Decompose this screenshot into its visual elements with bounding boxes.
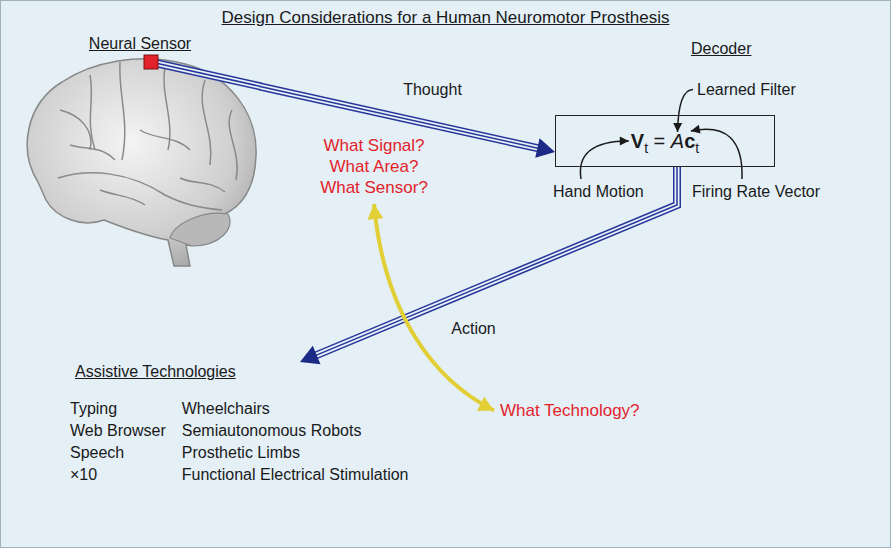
pointer-head (620, 137, 629, 146)
equation-symbol: t (644, 140, 648, 156)
arrow-head (300, 346, 320, 364)
equation-symbol (648, 130, 654, 152)
technology-item: Web Browser (70, 421, 166, 440)
neural-sensor: Neural Sensor (20, 34, 260, 266)
pointer-line (580, 141, 628, 179)
technology-list: Assistive TechnologiesTyping WheelchairsW… (70, 362, 409, 484)
section-heading: Assistive Technologies (75, 362, 409, 381)
pointer-arrow (673, 90, 693, 133)
equation-symbol: V (631, 130, 644, 152)
question-text: What Technology? (500, 400, 640, 421)
technology-grid: Typing WheelchairsWeb Browser Semiautonomo… (70, 399, 409, 484)
equation-symbol: t (695, 140, 699, 156)
arrow-head (367, 204, 383, 220)
edge-label: Action (448, 319, 498, 338)
equation-row: Vt = Act (556, 116, 774, 173)
arrow-head (535, 138, 555, 158)
pointer-arrow (580, 137, 628, 180)
technology-item: Semiautonomous Robots (182, 421, 409, 440)
technology-item: Wheelchairs (182, 399, 409, 418)
edge-label: Thought (400, 80, 465, 99)
technology-item: Speech (70, 443, 166, 462)
sensor-square (144, 55, 158, 69)
pointer-arrow (691, 125, 742, 179)
section-heading: Neural Sensor (20, 34, 260, 53)
equation-symbol: c (684, 130, 695, 152)
question-line: What Technology? (500, 400, 640, 421)
technology-item: Functional Electrical Stimulation (182, 465, 409, 484)
feedback-arrow (367, 204, 494, 411)
question-text: What Signal? What Area? What Sensor? (315, 135, 433, 198)
pointer-line (691, 129, 742, 179)
connector-curve (374, 204, 494, 411)
brain-outline (27, 59, 256, 266)
pointer-label: Learned Filter (697, 80, 796, 99)
technology-item: Typing (70, 399, 166, 418)
pointer-label: Firing Rate Vector (692, 182, 820, 201)
pointer-label: Hand Motion (553, 182, 644, 201)
cerebellum (170, 213, 230, 246)
decoder-box: DecoderVt = Act (555, 115, 775, 167)
equation-symbol: = (654, 130, 666, 152)
question-line: What Signal? What Area? What Sensor? (315, 135, 433, 198)
decoder-equation: Vt = Act (631, 130, 699, 152)
thought-lead-line (151, 62, 261, 87)
equation-symbol (665, 130, 671, 152)
figure-title: Design Considerations for a Human Neurom… (0, 8, 891, 28)
arrow-head (477, 397, 494, 411)
brain-sulci (58, 62, 237, 210)
equation-symbol: A (671, 130, 684, 152)
section-heading: Decoder (691, 39, 751, 58)
technology-item: ×10 (70, 465, 166, 484)
technology-item: Prosthetic Limbs (182, 443, 409, 462)
